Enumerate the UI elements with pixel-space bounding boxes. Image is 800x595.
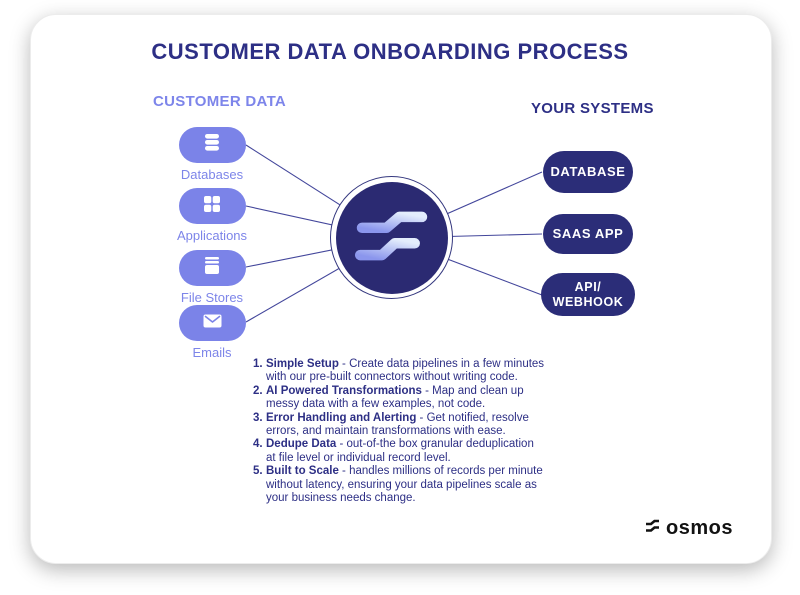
source-emails: Emails xyxy=(157,305,267,360)
feature-list: 1. Simple Setup - Create data pipelines … xyxy=(253,358,545,505)
system-saas-app-pill: SAAS APP xyxy=(543,214,633,254)
source-applications: Applications xyxy=(157,188,267,243)
feature-title: Simple Setup xyxy=(266,358,339,370)
feature-title: Dedupe Data xyxy=(266,438,337,451)
feature-item-simple-setup: 1. Simple Setup - Create data pipelines … xyxy=(253,358,545,385)
osmos-logo-mark xyxy=(342,186,442,291)
envelope-icon xyxy=(203,314,222,333)
databases-label: Databases xyxy=(180,167,244,182)
customer-data-heading: CUSTOMER DATA xyxy=(153,93,287,110)
databases-pill xyxy=(178,127,246,163)
system-database-pill: DATABASE xyxy=(543,151,633,193)
file-stores-pill xyxy=(178,250,246,286)
emails-pill xyxy=(178,305,246,341)
feature-desc: - Get notified, resolve errors, and main… xyxy=(266,411,529,438)
source-databases: Databases xyxy=(157,127,267,182)
osmos-brand: osmos xyxy=(644,517,733,540)
system-api-webhook-pill: API/ WEBHOOK xyxy=(541,273,635,316)
feature-desc: - Create data pipelines in a few minutes… xyxy=(266,358,545,384)
feature-title: Error Handling and Alerting xyxy=(266,411,417,424)
feature-number: 3. xyxy=(253,411,263,424)
osmos-zigzag-mark xyxy=(644,518,663,540)
hub-circle xyxy=(336,182,448,294)
feature-number: 4. xyxy=(253,438,263,451)
applications-label: Applications xyxy=(176,228,248,243)
osmos-wordmark: osmos xyxy=(666,517,733,539)
your-systems-heading: YOUR SYSTEMS xyxy=(531,100,654,117)
feature-desc: - Map and clean up messy data with a few… xyxy=(266,384,524,411)
feature-item-dedupe-data: 4. Dedupe Data - out-of-the box granular… xyxy=(253,438,545,465)
feature-item-built-to-scale: 5. Built to Scale - handles millions of … xyxy=(253,465,545,505)
file-stack-icon xyxy=(203,256,221,280)
feature-number: 1. xyxy=(253,358,263,370)
feature-title: AI Powered Transformations xyxy=(266,384,422,397)
feature-item-ai-transformations: 2. AI Powered Transformations - Map and … xyxy=(253,385,545,412)
source-file-stores: File Stores xyxy=(157,250,267,305)
database-stack-icon xyxy=(202,133,222,157)
page-title: CUSTOMER DATA ONBOARDING PROCESS xyxy=(151,39,629,64)
feature-title: Built to Scale xyxy=(266,465,339,478)
app-grid-icon xyxy=(203,195,221,218)
feature-number: 5. xyxy=(253,465,263,478)
feature-item-error-handling: 3. Error Handling and Alerting - Get not… xyxy=(253,412,545,439)
applications-pill xyxy=(178,188,246,224)
feature-desc: - out-of-the box granular deduplication … xyxy=(266,438,534,464)
file-stores-label: File Stores xyxy=(180,290,244,305)
feature-desc: - handles millions of records per minute… xyxy=(266,465,543,505)
emails-label: Emails xyxy=(192,345,232,360)
feature-number: 2. xyxy=(253,384,263,397)
